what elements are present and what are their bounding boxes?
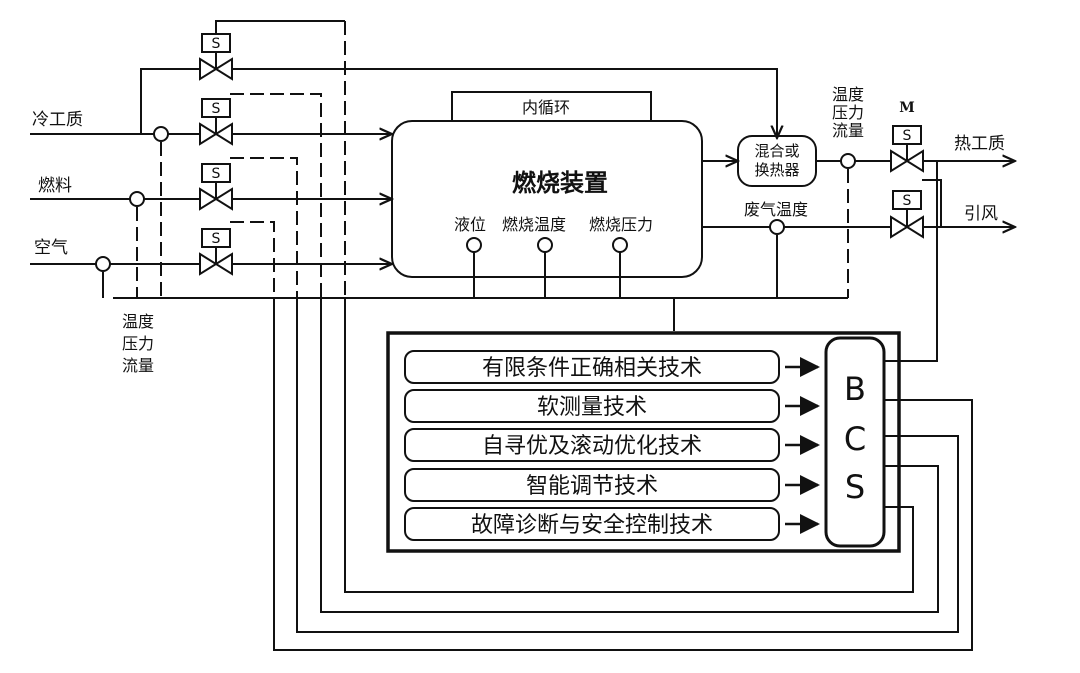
level-label: 液位 [454, 215, 487, 234]
mixer-box [737, 135, 817, 187]
induced-draft-label: 引风 [964, 204, 998, 224]
bcs-technique-2: 软测量技术 [404, 389, 780, 423]
hot-valve [890, 125, 924, 173]
inner-loop-label: 内循环 [522, 98, 571, 117]
right-flow-label: 流量 [831, 121, 864, 140]
level-gauge [466, 237, 482, 253]
temperature-gauge [537, 237, 553, 253]
valve-s-label: S [212, 36, 221, 52]
bypass-line [140, 68, 777, 138]
right-pressure-label: 压力 [831, 103, 864, 122]
exhaust-sensor-circle [769, 219, 785, 235]
fuel-valve [199, 163, 233, 211]
bcs-technique-3: 自寻优及滚动优化技术 [404, 428, 780, 462]
inner-loop-line [451, 91, 652, 121]
combustion-temp-label: 燃烧温度 [502, 215, 567, 234]
mixer-label: 混合或 换热器 [737, 142, 817, 180]
combustion-pressure-label: 燃烧压力 [589, 215, 654, 234]
fuel-label: 燃料 [38, 176, 72, 196]
left-pressure-label: 压力 [121, 334, 154, 353]
valve-s-label: S [212, 231, 221, 247]
mixer-line1: 混合或 [754, 142, 800, 160]
cold-medium-label: 冷工质 [32, 110, 83, 130]
bypass-valve [199, 33, 233, 81]
cold-sensor-circle [153, 126, 169, 142]
valve-s-label: S [212, 101, 221, 117]
valve-top-signal [215, 20, 345, 38]
bcs-letter-b: B [844, 370, 866, 408]
mixer-line2: 换热器 [754, 161, 800, 179]
bcs-controller [824, 336, 886, 548]
bcs-letter-c: C [843, 420, 867, 458]
bcs-technique-5: 故障诊断与安全控制技术 [404, 507, 780, 541]
bcs-letter-s: S [844, 468, 866, 506]
exhaust-valve [890, 190, 924, 239]
motor-label: M [899, 100, 915, 116]
left-flow-label: 流量 [121, 356, 154, 375]
bcs-technique-4: 智能调节技术 [404, 468, 780, 502]
pressure-gauge [612, 237, 628, 253]
cold-valve [199, 98, 233, 146]
air-valve [199, 228, 233, 276]
valve-s-label: S [212, 166, 221, 182]
exhaust-temp-label: 废气温度 [744, 200, 809, 219]
right-sensor-labels: 温度 压力 流量 [828, 86, 868, 140]
combustion-box [391, 120, 703, 278]
air-sensor-circle [95, 256, 111, 272]
valve-s-label: S [903, 193, 912, 209]
left-temp-label: 温度 [121, 312, 154, 331]
combustion-title: 燃烧装置 [512, 169, 608, 197]
valve-s-label: S [903, 128, 912, 144]
air-label: 空气 [34, 238, 68, 258]
bcs-frame [386, 331, 901, 553]
hot-sensor-circle [840, 153, 856, 169]
left-sensor-labels: 温度 压力 流量 [118, 311, 158, 377]
right-temp-label: 温度 [831, 85, 864, 104]
fuel-sensor-circle [129, 191, 145, 207]
bcs-technique-1: 有限条件正确相关技术 [404, 350, 780, 384]
hot-medium-label: 热工质 [954, 134, 1005, 154]
